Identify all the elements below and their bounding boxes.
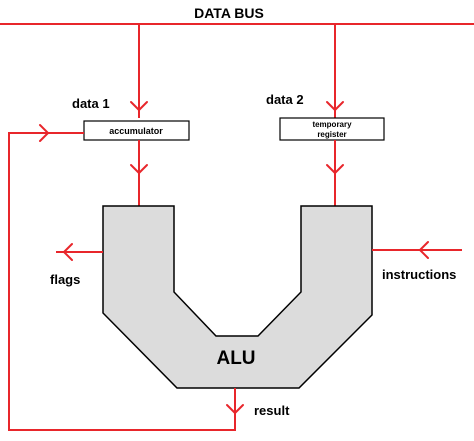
alu-shape (102, 205, 373, 389)
instructions-label: instructions (382, 267, 456, 282)
data2-label: data 2 (266, 92, 304, 107)
feedback-arrowhead (39, 124, 49, 142)
data1-arrowhead (130, 101, 148, 111)
instructions-arrowhead (419, 241, 429, 259)
alu-label: ALU (216, 348, 255, 369)
temporary-register-label-line1: temporary (312, 120, 352, 129)
data1-label: data 1 (72, 96, 110, 111)
temporary-register-label-line2: register (317, 130, 346, 139)
data2-arrowhead (326, 101, 344, 111)
flags-arrowhead (63, 243, 73, 261)
accumulator-label: accumulator (109, 126, 163, 136)
register-to-alu-arrowhead (326, 164, 344, 174)
result-feedback-wire (8, 132, 236, 431)
temporary-register-box (279, 117, 385, 141)
flags-label: flags (50, 272, 80, 287)
accumulator-to-alu-arrowhead (130, 164, 148, 174)
result-label: result (254, 403, 290, 418)
result-arrowhead (226, 404, 244, 414)
accumulator-box (83, 120, 190, 141)
data-bus-title: DATA BUS (194, 5, 264, 21)
